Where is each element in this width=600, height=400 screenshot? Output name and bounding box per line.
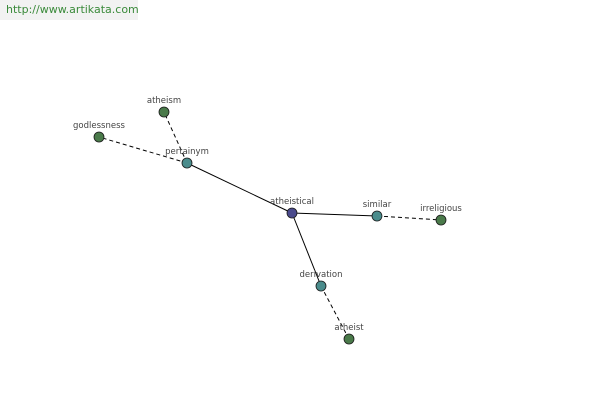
edge-atheistical-similar — [291, 212, 378, 217]
edge-similar-irreligious — [376, 215, 442, 221]
watermark-link[interactable]: http://www.artikata.com — [0, 0, 139, 20]
edges-layer — [98, 111, 442, 340]
node-label-godlessness: godlessness — [73, 121, 125, 131]
edge-derivation-atheist — [320, 285, 350, 340]
nodes-layer — [93, 106, 447, 345]
node-label-atheism: atheism — [147, 96, 181, 106]
node-label-irreligious: irreligious — [420, 204, 462, 214]
node-label-similar: similar — [363, 200, 392, 210]
node-derivation[interactable] — [315, 280, 327, 292]
node-pertainym[interactable] — [181, 157, 193, 169]
node-label-atheist: atheist — [334, 323, 364, 333]
node-godlessness[interactable] — [93, 131, 105, 143]
node-label-derivation: derivation — [299, 270, 342, 280]
node-label-pertainym: pertainym — [165, 147, 209, 157]
node-atheist[interactable] — [343, 333, 355, 345]
edge-atheistical-pertainym — [186, 162, 293, 214]
node-label-atheistical: atheistical — [270, 197, 314, 207]
node-atheistical[interactable] — [286, 207, 298, 219]
node-irreligious[interactable] — [435, 214, 447, 226]
edge-atheistical-derivation — [291, 212, 322, 287]
edge-pertainym-atheism — [163, 111, 188, 164]
node-similar[interactable] — [371, 210, 383, 222]
node-atheism[interactable] — [158, 106, 170, 118]
edge-pertainym-godlessness — [98, 136, 188, 164]
labels-layer: atheistical pertainym similar derivation ath… — [73, 96, 462, 333]
